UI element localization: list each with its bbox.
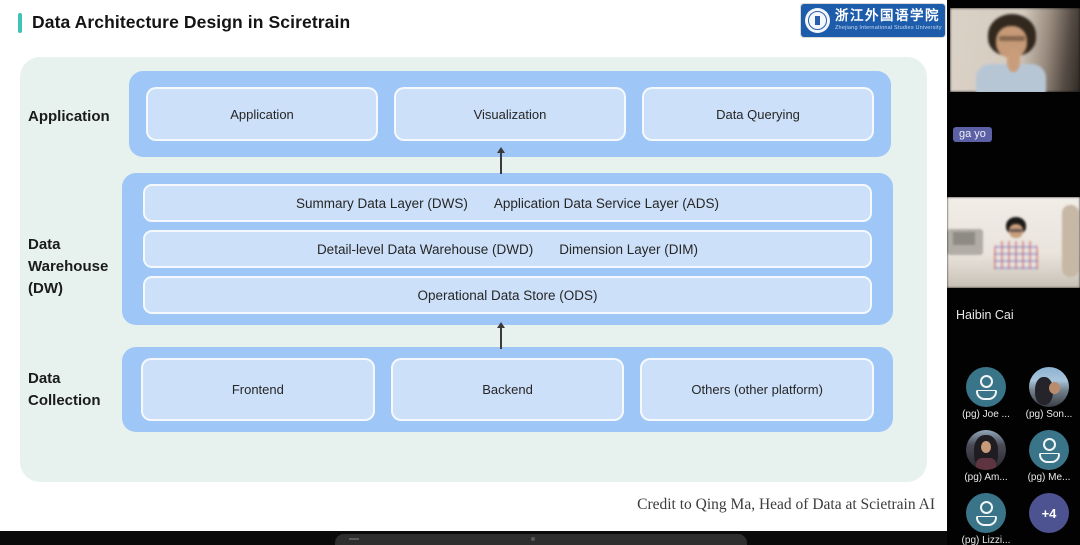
diagram-box-backend: Backend [390,358,625,421]
diagram-label-dim: Dimension Layer (DIM) [559,241,699,257]
slide-title: Data Architecture Design in Sciretrain [32,12,351,32]
diagram-box-others: Others (other platform) [640,358,875,421]
architecture-diagram: Application Data Warehouse (DW) Data Col… [20,57,927,482]
layer-label-data-warehouse: Data Warehouse (DW) [28,236,109,297]
data-collection-band: Frontend Backend Others (other platform) [122,347,893,432]
logo-text: 浙江外国语学院 Zhejiang International Studies U… [835,8,942,31]
participant-label: (pg) Joe ... [962,409,1010,420]
participant-label: (pg) Am... [964,472,1008,483]
diagram-box-data-querying: Data Querying [642,87,874,141]
diagram-box-visualization: Visualization [394,87,626,141]
person-placeholder-icon [966,493,1006,533]
participant-avatar-me[interactable]: (pg) Me... [1019,430,1079,483]
diagram-box-frontend: Frontend [141,358,375,421]
participant-name-label: Haibin Cai [956,308,1014,322]
video-tile-participant-1[interactable] [950,8,1080,92]
participant-avatar-am[interactable]: (pg) Am... [956,430,1016,483]
logo-english-name: Zhejiang International Studies Universit… [835,24,942,31]
meeting-toolbar-edge[interactable] [335,534,747,545]
university-logo: 浙江外国语学院 Zhejiang International Studies U… [801,4,945,37]
person-placeholder-icon [966,367,1006,407]
diagram-label-ods: Operational Data Store (ODS) [417,287,598,303]
diagram-label-ads: Application Data Service Layer (ADS) [493,195,719,211]
diagram-row-dws-ads: Summary Data Layer (DWS) Application Dat… [143,184,872,222]
overflow-count-badge: +4 [1029,493,1069,533]
diagram-label-dws: Summary Data Layer (DWS) [296,195,468,211]
university-emblem-icon [805,8,830,33]
video-scene [950,8,1080,92]
video-tile-participant-2[interactable] [947,197,1080,288]
avatar-photo [1029,367,1069,407]
participants-sidebar: ga yo Haibin Cai (pg) Joe ... (pg) Son..… [947,0,1080,545]
logo-chinese-name: 浙江外国语学院 [835,8,940,24]
participant-label: (pg) Lizzi... [961,535,1011,545]
participant-name-badge: ga yo [953,127,992,142]
diagram-box-application: Application [146,87,378,141]
diagram-label-dwd: Detail-level Data Warehouse (DWD) [316,241,534,257]
participant-label: (pg) Me... [1027,472,1071,483]
avatar-photo [966,430,1006,470]
participant-avatar-lizzi[interactable]: (pg) Lizzi... [956,493,1016,545]
bottom-bar [0,531,947,545]
slide-title-bar: Data Architecture Design in Sciretrain [18,12,350,33]
participant-avatar-joe[interactable]: (pg) Joe ... [956,367,1016,420]
person-placeholder-icon [1029,430,1069,470]
title-accent-bar [18,12,22,33]
layer-label-application: Application [28,108,110,125]
participant-label: (pg) Son... [1025,409,1073,420]
flow-arrow-up-icon [497,147,505,174]
video-scene [947,197,1080,288]
credit-text: Credit to Qing Ma, Head of Data at Sciet… [637,496,935,513]
application-layer-band: Application Visualization Data Querying [129,71,891,157]
diagram-row-dwd-dim: Detail-level Data Warehouse (DWD) Dimens… [143,230,872,268]
participant-overflow[interactable]: +4 [1019,493,1079,533]
shared-slide: Data Architecture Design in Sciretrain 浙… [0,0,947,531]
diagram-row-ods: Operational Data Store (ODS) [143,276,872,314]
flow-arrow-up-icon [497,322,505,349]
participant-avatar-son[interactable]: (pg) Son... [1019,367,1079,420]
layer-label-data-collection: Data Collection [28,370,101,409]
data-warehouse-band: Summary Data Layer (DWS) Application Dat… [122,173,893,325]
